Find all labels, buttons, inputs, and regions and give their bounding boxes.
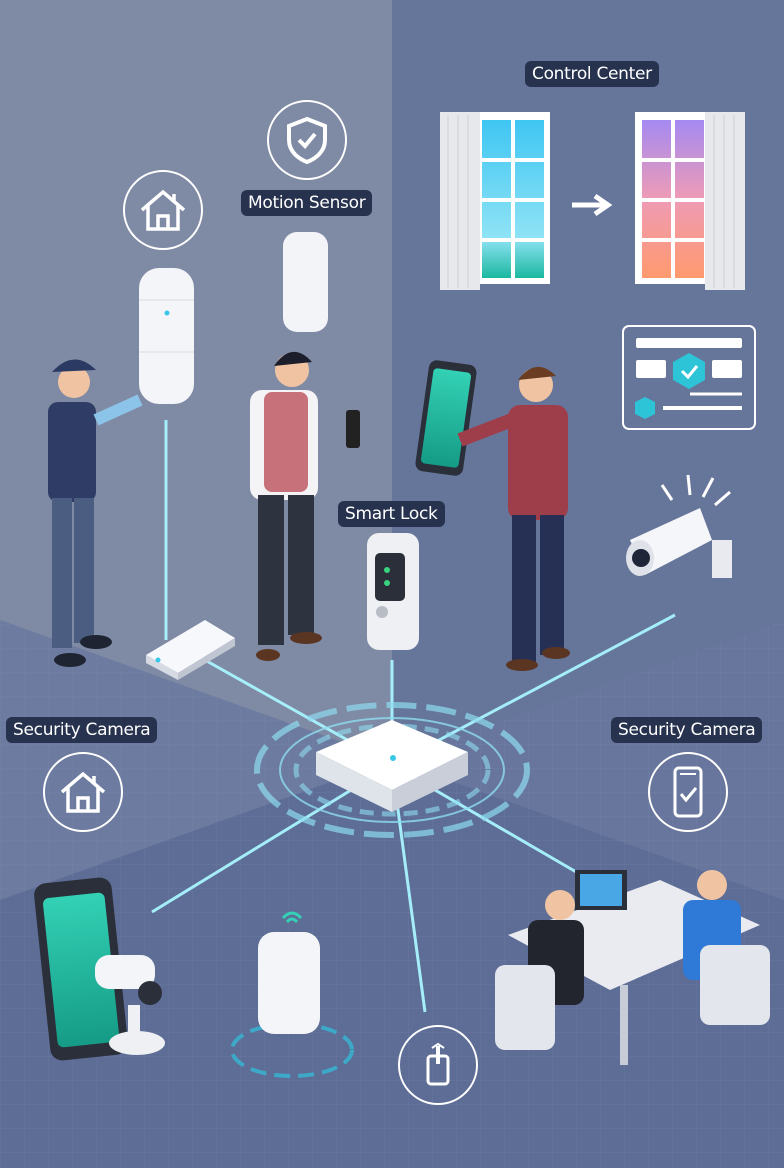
door-sensor-device (283, 232, 328, 332)
dashboard-panel-icon (622, 325, 756, 430)
smart-lock-device (367, 533, 419, 650)
office-workers (495, 870, 770, 1065)
home-icon (43, 752, 123, 832)
label-control-center: Control Center (525, 61, 659, 87)
touch-button-icon (398, 1025, 478, 1105)
phone-with-camera (34, 877, 165, 1061)
router-device (146, 620, 235, 680)
security-camera-device (626, 474, 732, 578)
phone-check-icon (648, 752, 728, 832)
arrow-icon (572, 193, 613, 217)
central-hub (316, 720, 468, 812)
label-security-camera-left: Security Camera (6, 717, 158, 743)
motion-sensor-device (139, 268, 194, 404)
wifi-sensor-device (230, 911, 354, 1078)
label-motion-sensor: Motion Sensor (241, 190, 373, 216)
window-after (635, 112, 745, 290)
label-smart-lock: Smart Lock (338, 501, 445, 527)
man-with-phone-person (250, 351, 360, 661)
label-security-camera-right: Security Camera (611, 717, 763, 743)
window-before (440, 112, 550, 290)
home-icon (123, 170, 203, 250)
wifi-icon (281, 911, 303, 924)
shield-check-icon (267, 100, 347, 180)
technician-person (48, 359, 143, 667)
man-with-tablet-person (415, 360, 570, 671)
